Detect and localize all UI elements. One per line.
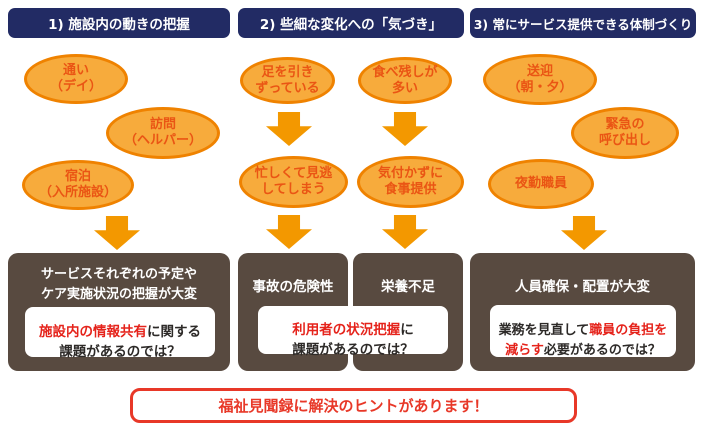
- bubble-limping: 足を引き ずっている: [240, 57, 335, 104]
- column2-header: 2) 些細な変化への「気づき」: [238, 8, 464, 38]
- column3-header: 3) 常にサービス提供できる体制づくり: [470, 8, 696, 38]
- question-plain-text: 業務を見直して: [498, 323, 590, 339]
- column2-question-box: 利用者の状況把握に 課題があるのでは？: [258, 306, 448, 358]
- column3-result-text: 人員確保・配置が大変: [515, 279, 650, 295]
- bubble-night-staff: 夜勤職員: [488, 159, 594, 209]
- column1-header: 1) 施設内の動きの把握: [8, 8, 230, 38]
- column2-result-text-accident: 事故の危険性: [252, 279, 334, 295]
- solution-banner: 福祉見聞録に解決のヒントがあります！: [130, 388, 577, 423]
- down-arrow-icon: [266, 215, 312, 249]
- column1-result-text: サービスそれぞれの予定や ケア実施状況の把握が大変: [40, 267, 197, 303]
- question-emphasis-text: 職員の負担を 減らす: [505, 323, 668, 358]
- column2-result-text-nutrition: 栄養不足: [381, 279, 435, 295]
- down-arrow-icon: [382, 112, 428, 146]
- question-emphasis-text: 利用者の状況把握: [292, 321, 401, 338]
- bubble-overnight-stay: 宿泊 （入所施設）: [22, 160, 134, 210]
- question-emphasis-text: 施設内の情報共有: [39, 323, 147, 340]
- question-plain-text: 必要があるのでは？: [543, 342, 661, 358]
- column3-question-box: 業務を見直して職員の負担を 減らす必要があるのでは？: [490, 305, 676, 358]
- bubble-unnoticed-meal: 気付かずに 食事提供: [357, 156, 464, 208]
- down-arrow-icon: [94, 216, 140, 250]
- bubble-day-service: 通い （デイ）: [24, 54, 128, 104]
- bubble-transport: 送迎 （朝・夕）: [483, 54, 597, 105]
- bubble-home-visit: 訪問 （ヘルパー）: [106, 107, 220, 159]
- down-arrow-icon: [266, 112, 312, 146]
- down-arrow-icon: [382, 215, 428, 249]
- bubble-leftover-food: 食べ残しが 多い: [358, 57, 452, 104]
- bubble-too-busy-overlook: 忙しくて見逃 してしまう: [239, 156, 348, 208]
- down-arrow-icon: [561, 216, 607, 250]
- question-plain-text: に 課題があるのでは？: [292, 321, 414, 359]
- column1-question-box: 施設内の情報共有に関する 課題があるのでは？: [25, 307, 215, 361]
- bubble-emergency-call: 緊急の 呼び出し: [571, 107, 679, 159]
- question-plain-text: に関する 課題があるのでは？: [59, 323, 201, 361]
